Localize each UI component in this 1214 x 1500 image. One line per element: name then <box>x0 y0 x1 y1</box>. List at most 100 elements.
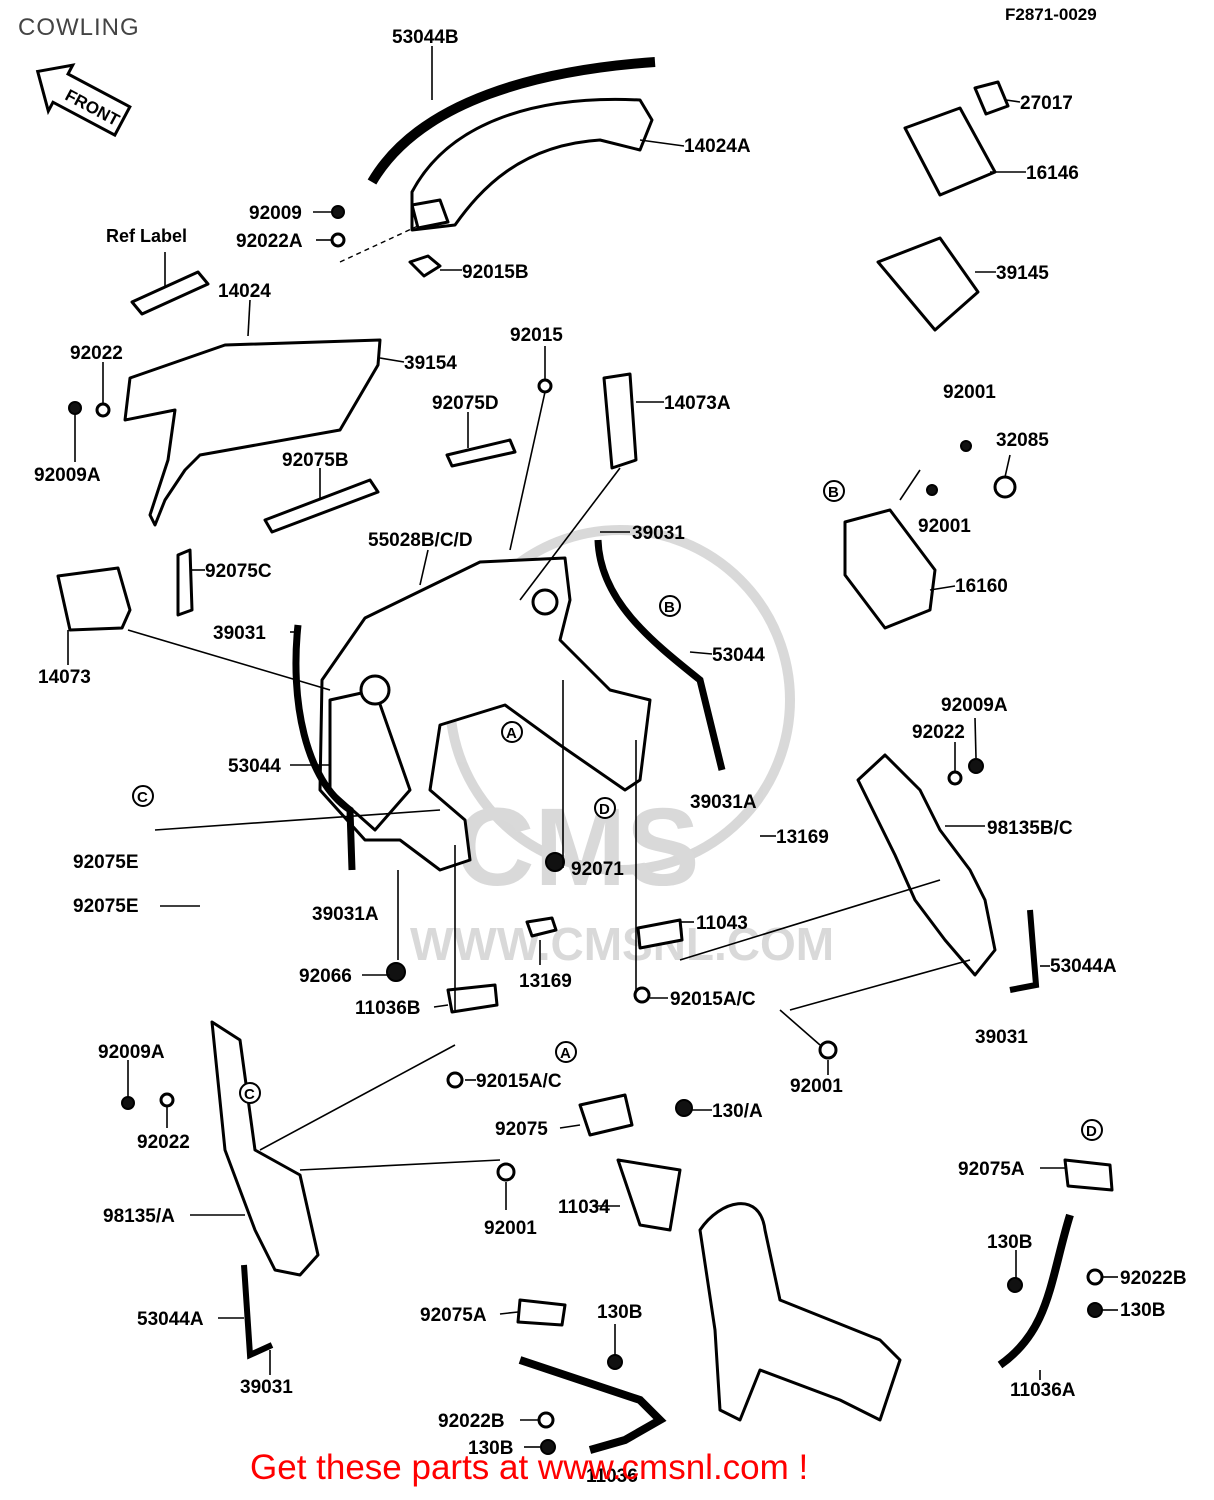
callout-b-1 <box>823 480 845 502</box>
label-92001-mid: 92001 <box>918 516 971 537</box>
label-92075e-1: 92075E <box>73 852 139 873</box>
bolt-130b-bottom <box>540 1439 556 1455</box>
bolt-130b-right <box>1087 1302 1103 1318</box>
label-39031a-left: 39031A <box>312 904 379 925</box>
seal-39145 <box>876 236 980 332</box>
leader-14073-to-cowl <box>127 629 331 691</box>
label-92075e-2: 92075E <box>73 896 139 917</box>
label-11036b: 11036B <box>355 998 421 1019</box>
bolt-130b-right-upper <box>1007 1277 1023 1293</box>
leader-92075e-1 <box>154 809 441 831</box>
label-92022-lower: 92022 <box>137 1132 190 1153</box>
callout-b-2-text: B <box>664 599 675 616</box>
leader-16160 <box>929 585 956 591</box>
label-14073a: 14073A <box>664 393 731 414</box>
clip-32085 <box>993 475 1017 499</box>
part-number-labels: 53044B 14024A 27017 16146 92009 92022A 9… <box>34 27 1187 1487</box>
label-92075a-right: 92075A <box>958 1159 1025 1180</box>
label-92022-left: 92022 <box>70 343 123 364</box>
label-92075b: 92075B <box>282 450 349 471</box>
label-39031-center: 39031 <box>632 523 685 544</box>
callout-c-1-text: C <box>137 789 148 806</box>
label-27017: 27017 <box>1020 93 1073 114</box>
label-92022b-right: 92022B <box>1120 1268 1187 1289</box>
inner-cowl-hole-right <box>531 588 559 616</box>
label-92015: 92015 <box>510 325 563 346</box>
label-92075d: 92075D <box>432 393 499 414</box>
stay-11036 <box>518 1356 667 1454</box>
bolt-92009a-right <box>968 758 984 774</box>
bolt-130a <box>675 1099 693 1117</box>
leader-lines <box>67 46 1118 1448</box>
pad-92075b <box>263 478 380 534</box>
label-92001-right: 92001 <box>790 1076 843 1097</box>
bolt-92009a-left <box>68 401 82 415</box>
ref-label-text: Ref Label <box>106 226 187 246</box>
label-92022a: 92022A <box>236 231 303 252</box>
label-92009a-lower: 92009A <box>98 1042 165 1063</box>
bolt-92009 <box>331 205 345 219</box>
label-92001-lower: 92001 <box>484 1218 537 1239</box>
watermark-logo: CMS <box>455 786 699 909</box>
leader-53044-right <box>689 651 713 655</box>
reference-callouts: B B A D C C A D <box>132 480 1103 1141</box>
stay-11036a <box>997 1213 1074 1369</box>
plate-92075a-left <box>516 1298 567 1327</box>
label-92001-top: 92001 <box>943 382 996 403</box>
leader-11043-to-cowl <box>679 879 941 961</box>
grommet-92015b <box>408 254 442 278</box>
label-92066: 92066 <box>299 966 352 987</box>
label-53044b: 53044B <box>392 27 459 48</box>
front-arrow: FRONT <box>35 63 132 138</box>
lock-27017 <box>973 80 1010 116</box>
front-arrow-shape <box>35 63 132 138</box>
callout-a-2-text: A <box>560 1045 571 1062</box>
screw-92001-right <box>818 1040 838 1060</box>
label-39154: 39154 <box>404 353 457 374</box>
washer-92022-left <box>95 402 111 418</box>
leader-92001-to-cowl <box>789 959 971 1011</box>
leader-92009a-right <box>974 717 977 759</box>
lamp-14073a <box>602 372 638 470</box>
pad-92075c <box>176 548 194 617</box>
leader-39154 <box>379 357 405 363</box>
leader-92001-box <box>899 469 921 501</box>
clip-13169 <box>525 916 558 938</box>
callout-d-2 <box>1081 1119 1103 1141</box>
washer-92022-lower <box>159 1092 175 1108</box>
grommet-92015ac-lower <box>446 1071 464 1089</box>
side-cowl-98135a <box>210 1020 320 1277</box>
ref-label-plate <box>130 270 210 316</box>
label-92075-mid: 92075 <box>495 1119 548 1140</box>
bracket-92075 <box>578 1093 634 1137</box>
label-53044a-right: 53044A <box>1050 956 1117 977</box>
washer-92022b-right <box>1086 1268 1104 1286</box>
label-130a: 130/A <box>712 1101 763 1122</box>
label-53044-left: 53044 <box>228 756 281 777</box>
trim-53044a-left <box>241 1264 274 1360</box>
label-55028bcd: 55028B/C/D <box>368 530 473 551</box>
callout-a-1 <box>501 721 523 743</box>
label-53044a-left: 53044A <box>137 1309 204 1330</box>
label-92075c: 92075C <box>205 561 272 582</box>
side-cowl-98135bc <box>856 753 997 977</box>
label-92015ac-mid: 92015A/C <box>670 989 756 1010</box>
label-39031a-center: 39031A <box>690 792 757 813</box>
label-92022-right: 92022 <box>912 722 965 743</box>
grommet-92015ac-mid <box>633 986 651 1004</box>
inner-cowl-hole <box>359 674 391 706</box>
label-11036a: 11036A <box>1010 1380 1076 1401</box>
washer-92022b-left <box>537 1411 555 1429</box>
label-92009a-left: 92009A <box>34 465 101 486</box>
cover-16146 <box>903 106 997 197</box>
nut-92071 <box>545 852 565 872</box>
washer-92022a <box>330 232 346 248</box>
promo-footer: Get these parts at www.cmsnl.com ! <box>250 1448 809 1487</box>
label-92009-top: 92009 <box>249 203 302 224</box>
callout-d-2-text: D <box>1086 1123 1097 1140</box>
label-98135bc: 98135B/C <box>987 818 1073 839</box>
label-32085: 32085 <box>996 430 1049 451</box>
callout-b-1-text: B <box>828 484 839 501</box>
diagram-code: F2871-0029 <box>1005 5 1097 24</box>
